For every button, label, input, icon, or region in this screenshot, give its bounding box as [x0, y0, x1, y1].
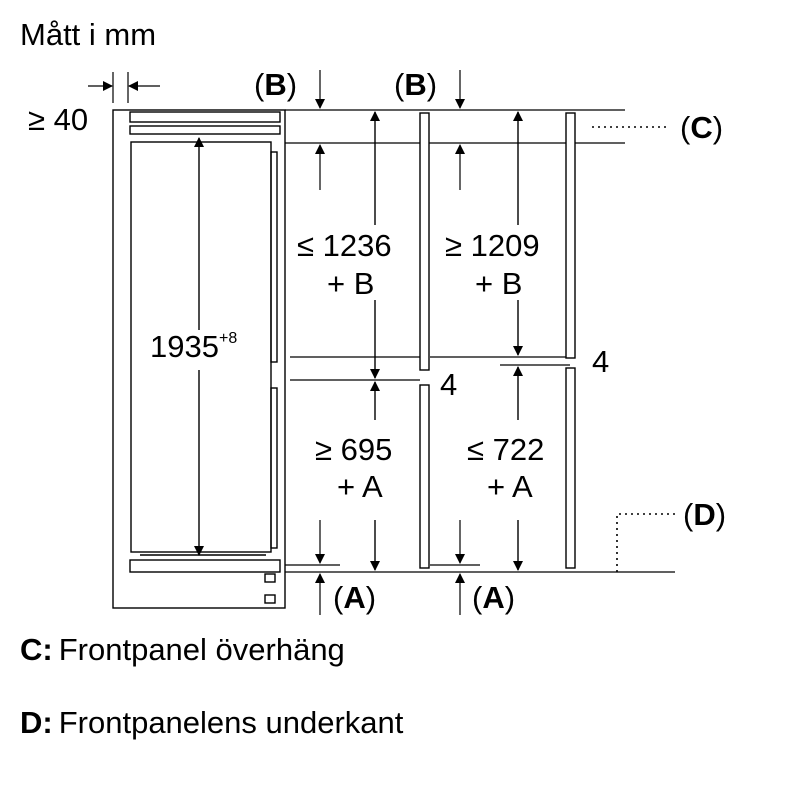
total-height-label: 1935+8: [150, 329, 237, 364]
gap-left-label: 4: [440, 367, 457, 402]
panel-left-lower: [419, 384, 430, 569]
gap-right-label: 4: [592, 344, 609, 379]
legend-d: D:Frontpanelens underkant: [20, 705, 403, 741]
marker-d: (D): [683, 497, 726, 532]
niche-top-board: [129, 111, 281, 123]
legend-d-text: Frontpanelens underkant: [58, 705, 404, 740]
foot-bracket-1: [264, 573, 276, 583]
marker-d-dotted: [616, 513, 678, 572]
upper-left-label: ≤ 1236: [297, 228, 392, 263]
marker-b-right: (B): [394, 67, 437, 102]
upper-right-label: ≥ 1209: [445, 228, 540, 263]
upper-right-plus: + B: [475, 266, 522, 301]
foot-bracket-2: [264, 594, 276, 604]
hinge-lower: [270, 387, 278, 549]
niche-bottom-board: [129, 559, 281, 573]
legend-c-key: C:: [20, 632, 53, 667]
lower-right-plus: + A: [487, 469, 533, 504]
panel-left-upper: [419, 112, 430, 371]
marker-c: (C): [680, 110, 723, 145]
panel-right-upper: [565, 112, 576, 359]
marker-a-right: (A): [472, 580, 515, 615]
niche-outline: [112, 109, 286, 609]
top-gap-label: ≥ 40: [28, 102, 88, 137]
lower-right-label: ≤ 722: [467, 432, 544, 467]
hinge-upper: [270, 151, 278, 363]
units-title: Mått i mm: [20, 17, 156, 52]
front-panels: [419, 112, 576, 569]
legend-c-text: Frontpanel överhäng: [58, 632, 345, 667]
niche-top-board-2: [129, 125, 281, 135]
panel-right-lower: [565, 367, 576, 569]
marker-b-left: (B): [254, 67, 297, 102]
legend-c: C:Frontpanel överhäng: [20, 632, 345, 668]
reference-lines: [285, 109, 675, 573]
legend-d-key: D:: [20, 705, 53, 740]
lower-left-label: ≥ 695: [315, 432, 392, 467]
marker-a-left: (A): [333, 580, 376, 615]
lower-left-plus: + A: [337, 469, 383, 504]
upper-left-plus: + B: [327, 266, 374, 301]
